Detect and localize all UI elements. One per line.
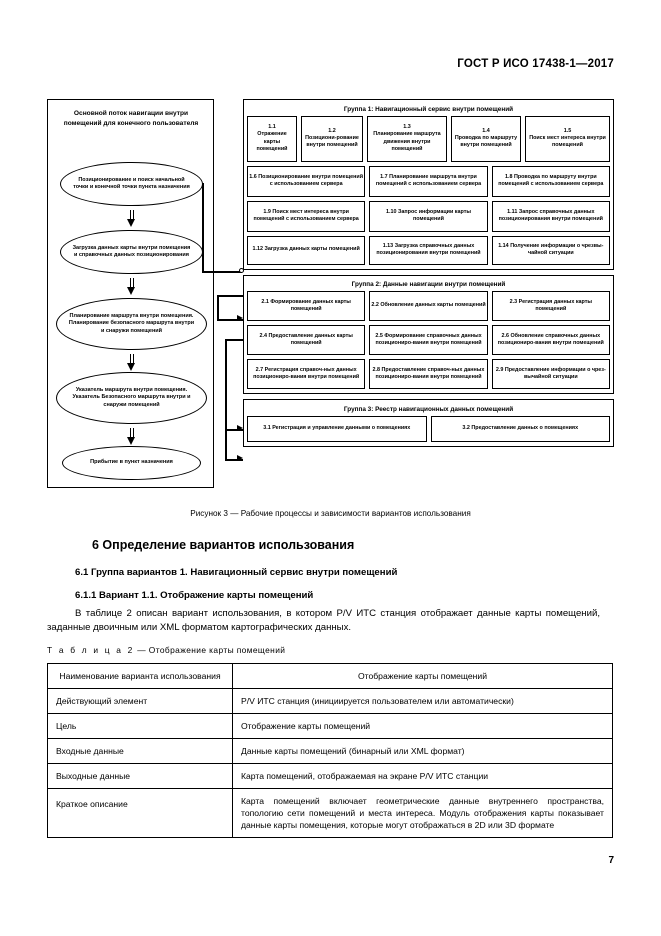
use-case-1-10[interactable]: 1.10 Запрос информации карты помещений <box>369 200 488 232</box>
connector-arrow-2 <box>237 425 243 431</box>
page-header-standard: ГОСТ Р ИСО 17438-1—2017 <box>457 58 614 70</box>
connector-horizontal-2 <box>217 295 243 297</box>
group-2-row-3: 2.7 Регистрация справоч-ных данных позиц… <box>247 359 610 389</box>
group-1: Группа 1: Навигационный сервис внутри по… <box>243 99 614 270</box>
use-case-2-5[interactable]: 2.5 Формирование справочных данных позиц… <box>369 325 488 355</box>
row-label-output: Выходные данные <box>47 763 233 790</box>
use-case-1-7[interactable]: 1.7 Планирование маршрута внутри помещен… <box>369 165 488 197</box>
row-value-description: Карта помещений включает геометрические … <box>232 788 613 839</box>
figure-caption: Рисунок 3 — Рабочие процессы и зависимос… <box>190 509 471 518</box>
table-header-col1: Наименование варианта использования <box>47 662 233 690</box>
connector-node-1 <box>239 268 244 273</box>
group-1-row-4: 1.12 Загрузка данных карты помещений 1.1… <box>247 235 610 265</box>
body-paragraph: В таблице 2 описан вариант использования… <box>47 608 600 633</box>
flow-arrow-4 <box>127 428 136 445</box>
row-label-actor: Действующий элемент <box>47 688 233 715</box>
group-1-row-3: 1.9 Поиск мест интереса внутри помещений… <box>247 200 610 232</box>
use-case-2-4[interactable]: 2.4 Предоставление данных карты помещени… <box>247 325 366 355</box>
flow-step-5: Прибытие в пункт назначения <box>62 446 201 480</box>
table-row: Краткое описание Карта помещений включае… <box>47 788 613 839</box>
use-case-1-9[interactable]: 1.9 Поиск мест интереса внутри помещений… <box>247 200 366 232</box>
group-1-row-2: 1.6 Позиционирование внутри помещений с … <box>247 165 610 197</box>
connector-horizontal-6 <box>225 459 243 461</box>
group-3-row-1: 3.1 Регистрация и управление данными о п… <box>247 415 610 442</box>
connector-horizontal-4 <box>225 339 243 341</box>
row-value-goal: Отображение карты помещений <box>232 713 613 740</box>
table-row: Действующий элемент P/V ИТС станция (ини… <box>47 688 613 715</box>
use-case-2-8[interactable]: 2.8 Предоставление справоч-ных данных по… <box>369 359 488 389</box>
group-2: Группа 2: Данные навигации внутри помеще… <box>243 274 614 394</box>
flow-step-3: Планирование маршрута внутри помещения. … <box>56 298 207 350</box>
sub-heading-6-1-1: 6.1.1 Вариант 1.1. Отображение карты пом… <box>75 590 314 601</box>
connector-arrow-1 <box>237 315 243 321</box>
use-case-2-3[interactable]: 2.3 Регистрация данных карты помещений <box>491 291 610 321</box>
connector-vertical-1 <box>202 183 204 273</box>
flow-arrow-2 <box>127 278 136 295</box>
use-case-2-2[interactable]: 2.2 Обновление данных карты помещений <box>369 291 488 321</box>
table-caption-rest: — Отображение карты помещений <box>134 645 286 655</box>
section-heading-6: 6 Определение вариантов использования <box>92 538 355 552</box>
table-2-caption: Т а б л и ц а 2 — Отображение карты поме… <box>47 645 285 655</box>
use-case-2-1[interactable]: 2.1 Формирование данных карты помещений <box>247 291 366 321</box>
use-case-3-2[interactable]: 3.2 Предоставление данных о помещениях <box>430 415 610 442</box>
use-case-3-1[interactable]: 3.1 Регистрация и управление данными о п… <box>247 415 427 442</box>
flow-column-title: Основной поток навигации внутри помещени… <box>63 110 199 127</box>
use-case-1-13[interactable]: 1.13 Загрузка справочных данных позицион… <box>369 235 488 265</box>
group-2-row-1: 2.1 Формирование данных карты помещений … <box>247 291 610 321</box>
connector-vertical-4 <box>225 431 227 461</box>
use-case-2-7[interactable]: 2.7 Регистрация справоч-ных данных позиц… <box>247 359 366 389</box>
table-header-col2: Отображение карты помещений <box>232 662 613 690</box>
table-row: Входные данные Данные карты помещений (б… <box>47 738 613 765</box>
group-2-row-2: 2.4 Предоставление данных карты помещени… <box>247 325 610 355</box>
figure-3: Основной поток навигации внутри помещени… <box>47 99 614 489</box>
table-row: Выходные данные Карта помещений, отображ… <box>47 763 613 790</box>
connector-horizontal-3 <box>217 319 243 321</box>
connector-vertical-2 <box>217 295 219 321</box>
use-case-groups: Группа 1: Навигационный сервис внутри по… <box>243 99 614 452</box>
connector-vertical-3 <box>225 339 227 431</box>
row-value-actor: P/V ИТС станция (инициируется пользовате… <box>232 688 613 715</box>
use-case-1-14[interactable]: 1.14 Получение информации о чрезвы-чайно… <box>491 235 610 265</box>
flow-step-1: Позиционирование и поиск начальной точки… <box>60 162 203 206</box>
flow-step-4: Указатель маршрута внутри помещения. Ука… <box>56 372 207 424</box>
table-2: Наименование варианта использования Отоб… <box>47 662 613 839</box>
connector-horizontal-1 <box>202 271 242 273</box>
use-case-1-8[interactable]: 1.8 Проводка по маршруту внутри помещени… <box>491 165 610 197</box>
connector-horizontal-5 <box>225 429 243 431</box>
use-case-2-6[interactable]: 2.6 Обновление справочных данных позицио… <box>491 325 610 355</box>
use-case-1-12[interactable]: 1.12 Загрузка данных карты помещений <box>247 235 366 265</box>
table-header-row: Наименование варианта использования Отоб… <box>47 662 613 690</box>
group-3-title: Группа 3: Реестр навигационных данных по… <box>343 405 514 413</box>
flow-arrow-3 <box>127 354 136 371</box>
main-flow-column: Основной поток навигации внутри помещени… <box>47 99 214 488</box>
row-label-goal: Цель <box>47 713 233 740</box>
row-value-output: Карта помещений, отображаемая на экране … <box>232 763 613 790</box>
connector-arrow-3 <box>237 455 243 461</box>
row-label-description: Краткое описание <box>47 788 233 839</box>
group-3: Группа 3: Реестр навигационных данных по… <box>243 399 614 447</box>
use-case-2-9[interactable]: 2.9 Предоставление информации о чрез-выч… <box>491 359 610 389</box>
flow-arrow-1 <box>127 210 136 227</box>
row-label-input: Входные данные <box>47 738 233 765</box>
sub-heading-6-1: 6.1 Группа вариантов 1. Навигационный се… <box>75 567 398 578</box>
group-1-title: Группа 1: Навигационный сервис внутри по… <box>343 105 514 113</box>
group-2-title: Группа 2: Данные навигации внутри помеще… <box>351 281 506 288</box>
flow-step-2: Загрузка данных карты внутри помещения и… <box>60 230 203 274</box>
use-case-1-6[interactable]: 1.6 Позиционирование внутри помещений с … <box>247 165 366 197</box>
table-caption-prefix: Т а б л и ц а 2 <box>47 645 135 655</box>
table-row: Цель Отображение карты помещений <box>47 713 613 740</box>
row-value-input: Данные карты помещений (бинарный или XML… <box>232 738 613 765</box>
use-case-1-11[interactable]: 1.11 Запрос справочных данных позиционир… <box>491 200 610 232</box>
page-number: 7 <box>608 855 614 866</box>
